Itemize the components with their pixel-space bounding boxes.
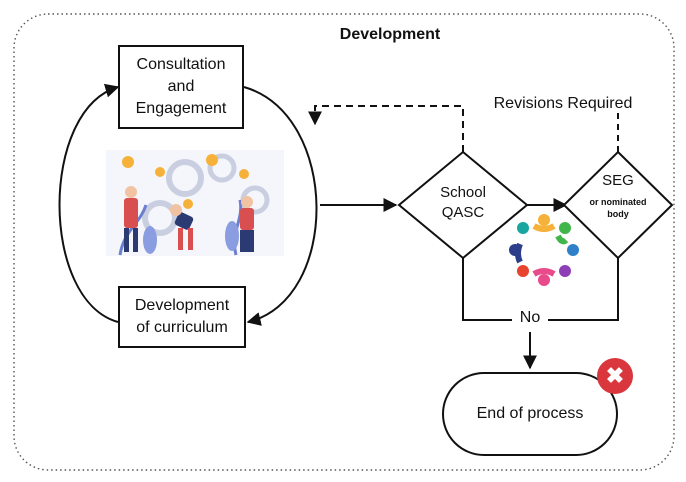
end-of-process-label: End of process xyxy=(476,405,584,422)
people-with-lightbulbs-illustration-icon xyxy=(106,150,284,256)
revisions-required-label: Revisions Required xyxy=(473,95,653,113)
diagram-title: Development xyxy=(339,26,441,43)
dotted-frame xyxy=(13,13,675,471)
consultation-engagement-label: Consultation and Engagement xyxy=(135,56,227,117)
seg-sub-label: or nominated body xyxy=(589,197,647,219)
arrow-consultation-to-curriculum xyxy=(243,86,318,326)
no-label: No xyxy=(512,309,548,327)
school-qasc-label: School QASC xyxy=(440,184,486,221)
end-of-process-node: End of process xyxy=(442,372,618,456)
consultation-engagement-box: Consultation and Engagement xyxy=(118,45,244,129)
circle-of-people-icon xyxy=(509,214,579,286)
development-curriculum-label: Development of curriculum xyxy=(134,297,230,336)
arrow-revisions-return xyxy=(308,105,464,152)
close-icon: ✖ xyxy=(597,358,633,394)
development-curriculum-box: Development of curriculum xyxy=(118,286,246,348)
seg-label: SEG xyxy=(602,172,634,189)
arrow-curriculum-to-consultation xyxy=(58,83,120,323)
seg-diamond xyxy=(562,150,674,260)
school-qasc-diamond xyxy=(397,150,529,260)
